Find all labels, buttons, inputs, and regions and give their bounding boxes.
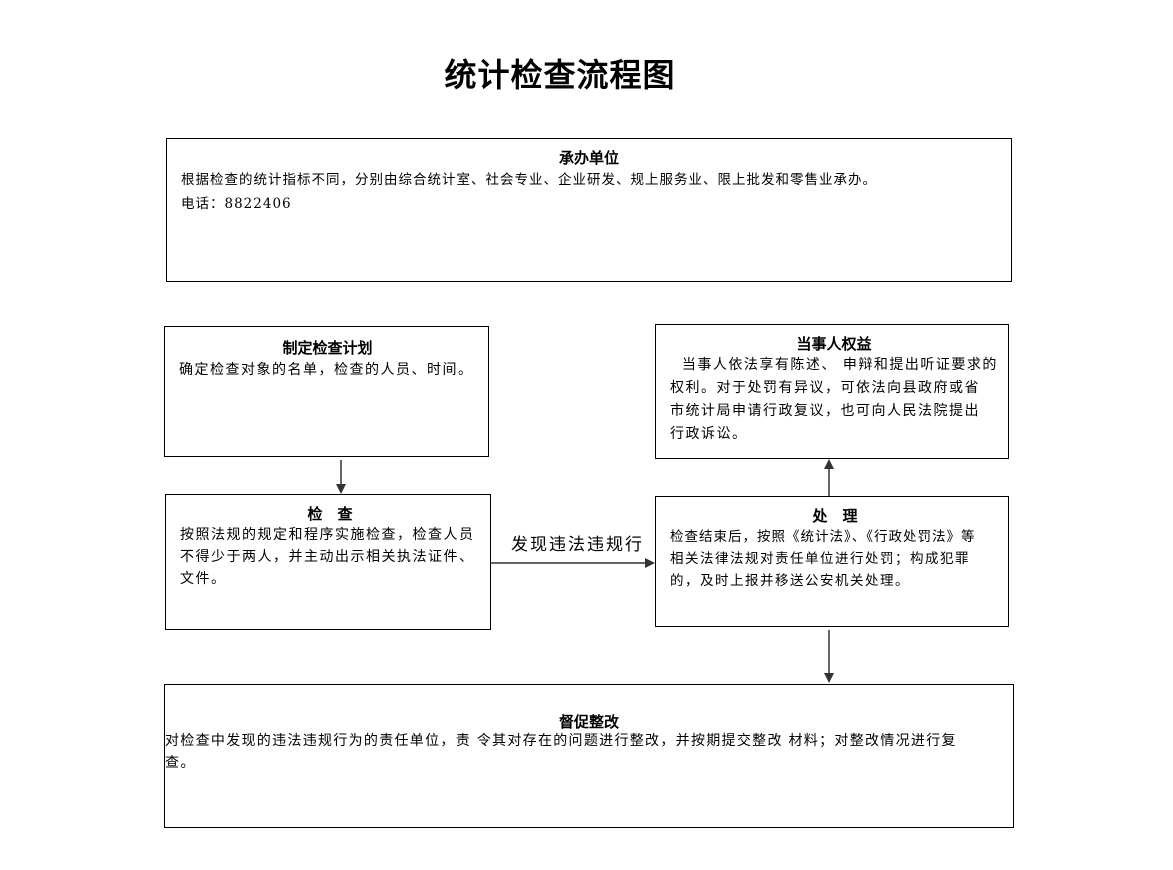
party-rights-line: 当事人依法享有陈述、 申辩和提出听证要求的 (670, 357, 998, 373)
rectification-line: 对检查中发现的违法违规行为的责任单位，责 令其对存在的问题进行整改，并按期提交整… (165, 733, 957, 749)
party-rights-line: 权利。对于处罚有异议，可依法向县政府或省 (670, 380, 980, 396)
inspection-line: 不得少于两人，并主动出示相关执法证件、 (180, 549, 475, 565)
inspection-line: 文件。 (180, 571, 227, 587)
rectification-box: 督促整改 对检查中发现的违法违规行为的责任单位，责 令其对存在的问题进行整改，并… (164, 684, 1014, 828)
undertaking-unit-line: 根据检查的统计指标不同，分别由综合统计室、社会专业、企业研发、规上服务业、限上批… (181, 172, 877, 188)
party-rights-box: 当事人权益 当事人依法享有陈述、 申辩和提出听证要求的 权利。对于处罚有异议，可… (655, 324, 1009, 459)
plan-title: 制定检查计划 (282, 339, 373, 357)
undertaking-unit-title: 承办单位 (558, 149, 619, 167)
inspection-title: 检 查 (307, 505, 353, 523)
plan-box: 制定检查计划 确定检查对象的名单，检查的人员、时间。 (164, 326, 489, 457)
handling-line: 的，及时上报并移送公安机关处理。 (670, 573, 910, 589)
undertaking-unit-phone: 电话：8822406 (181, 196, 292, 212)
party-rights-line: 市统计局申请行政复议，也可向人民法院提出 (670, 403, 980, 419)
party-rights-title: 当事人权益 (796, 335, 872, 353)
handling-line: 检查结束后，按照《统计法》、《行政处罚法》等 (670, 529, 976, 545)
handling-line: 相关法律法规对责任单位进行处罚；构成犯罪 (670, 551, 970, 567)
plan-line: 确定检查对象的名单，检查的人员、时间。 (179, 362, 474, 378)
rectification-title: 督促整改 (558, 713, 619, 731)
inspection-box: 检 查 按照法规的规定和程序实施检查，检查人员 不得少于两人，并主动出示相关执法… (165, 494, 491, 630)
page-title: 统计检查流程图 (444, 56, 676, 94)
undertaking-unit-box: 承办单位 根据检查的统计指标不同，分别由综合统计室、社会专业、企业研发、规上服务… (166, 138, 1012, 282)
rectification-line: 查。 (165, 755, 196, 771)
inspection-line: 按照法规的规定和程序实施检查，检查人员 (180, 527, 475, 543)
edge-label-violation: 发现违法违规行 (511, 535, 644, 555)
handling-box: 处 理 检查结束后，按照《统计法》、《行政处罚法》等 相关法律法规对责任单位进行… (655, 496, 1009, 627)
handling-title: 处 理 (812, 507, 858, 525)
party-rights-line: 行政诉讼。 (670, 426, 748, 442)
